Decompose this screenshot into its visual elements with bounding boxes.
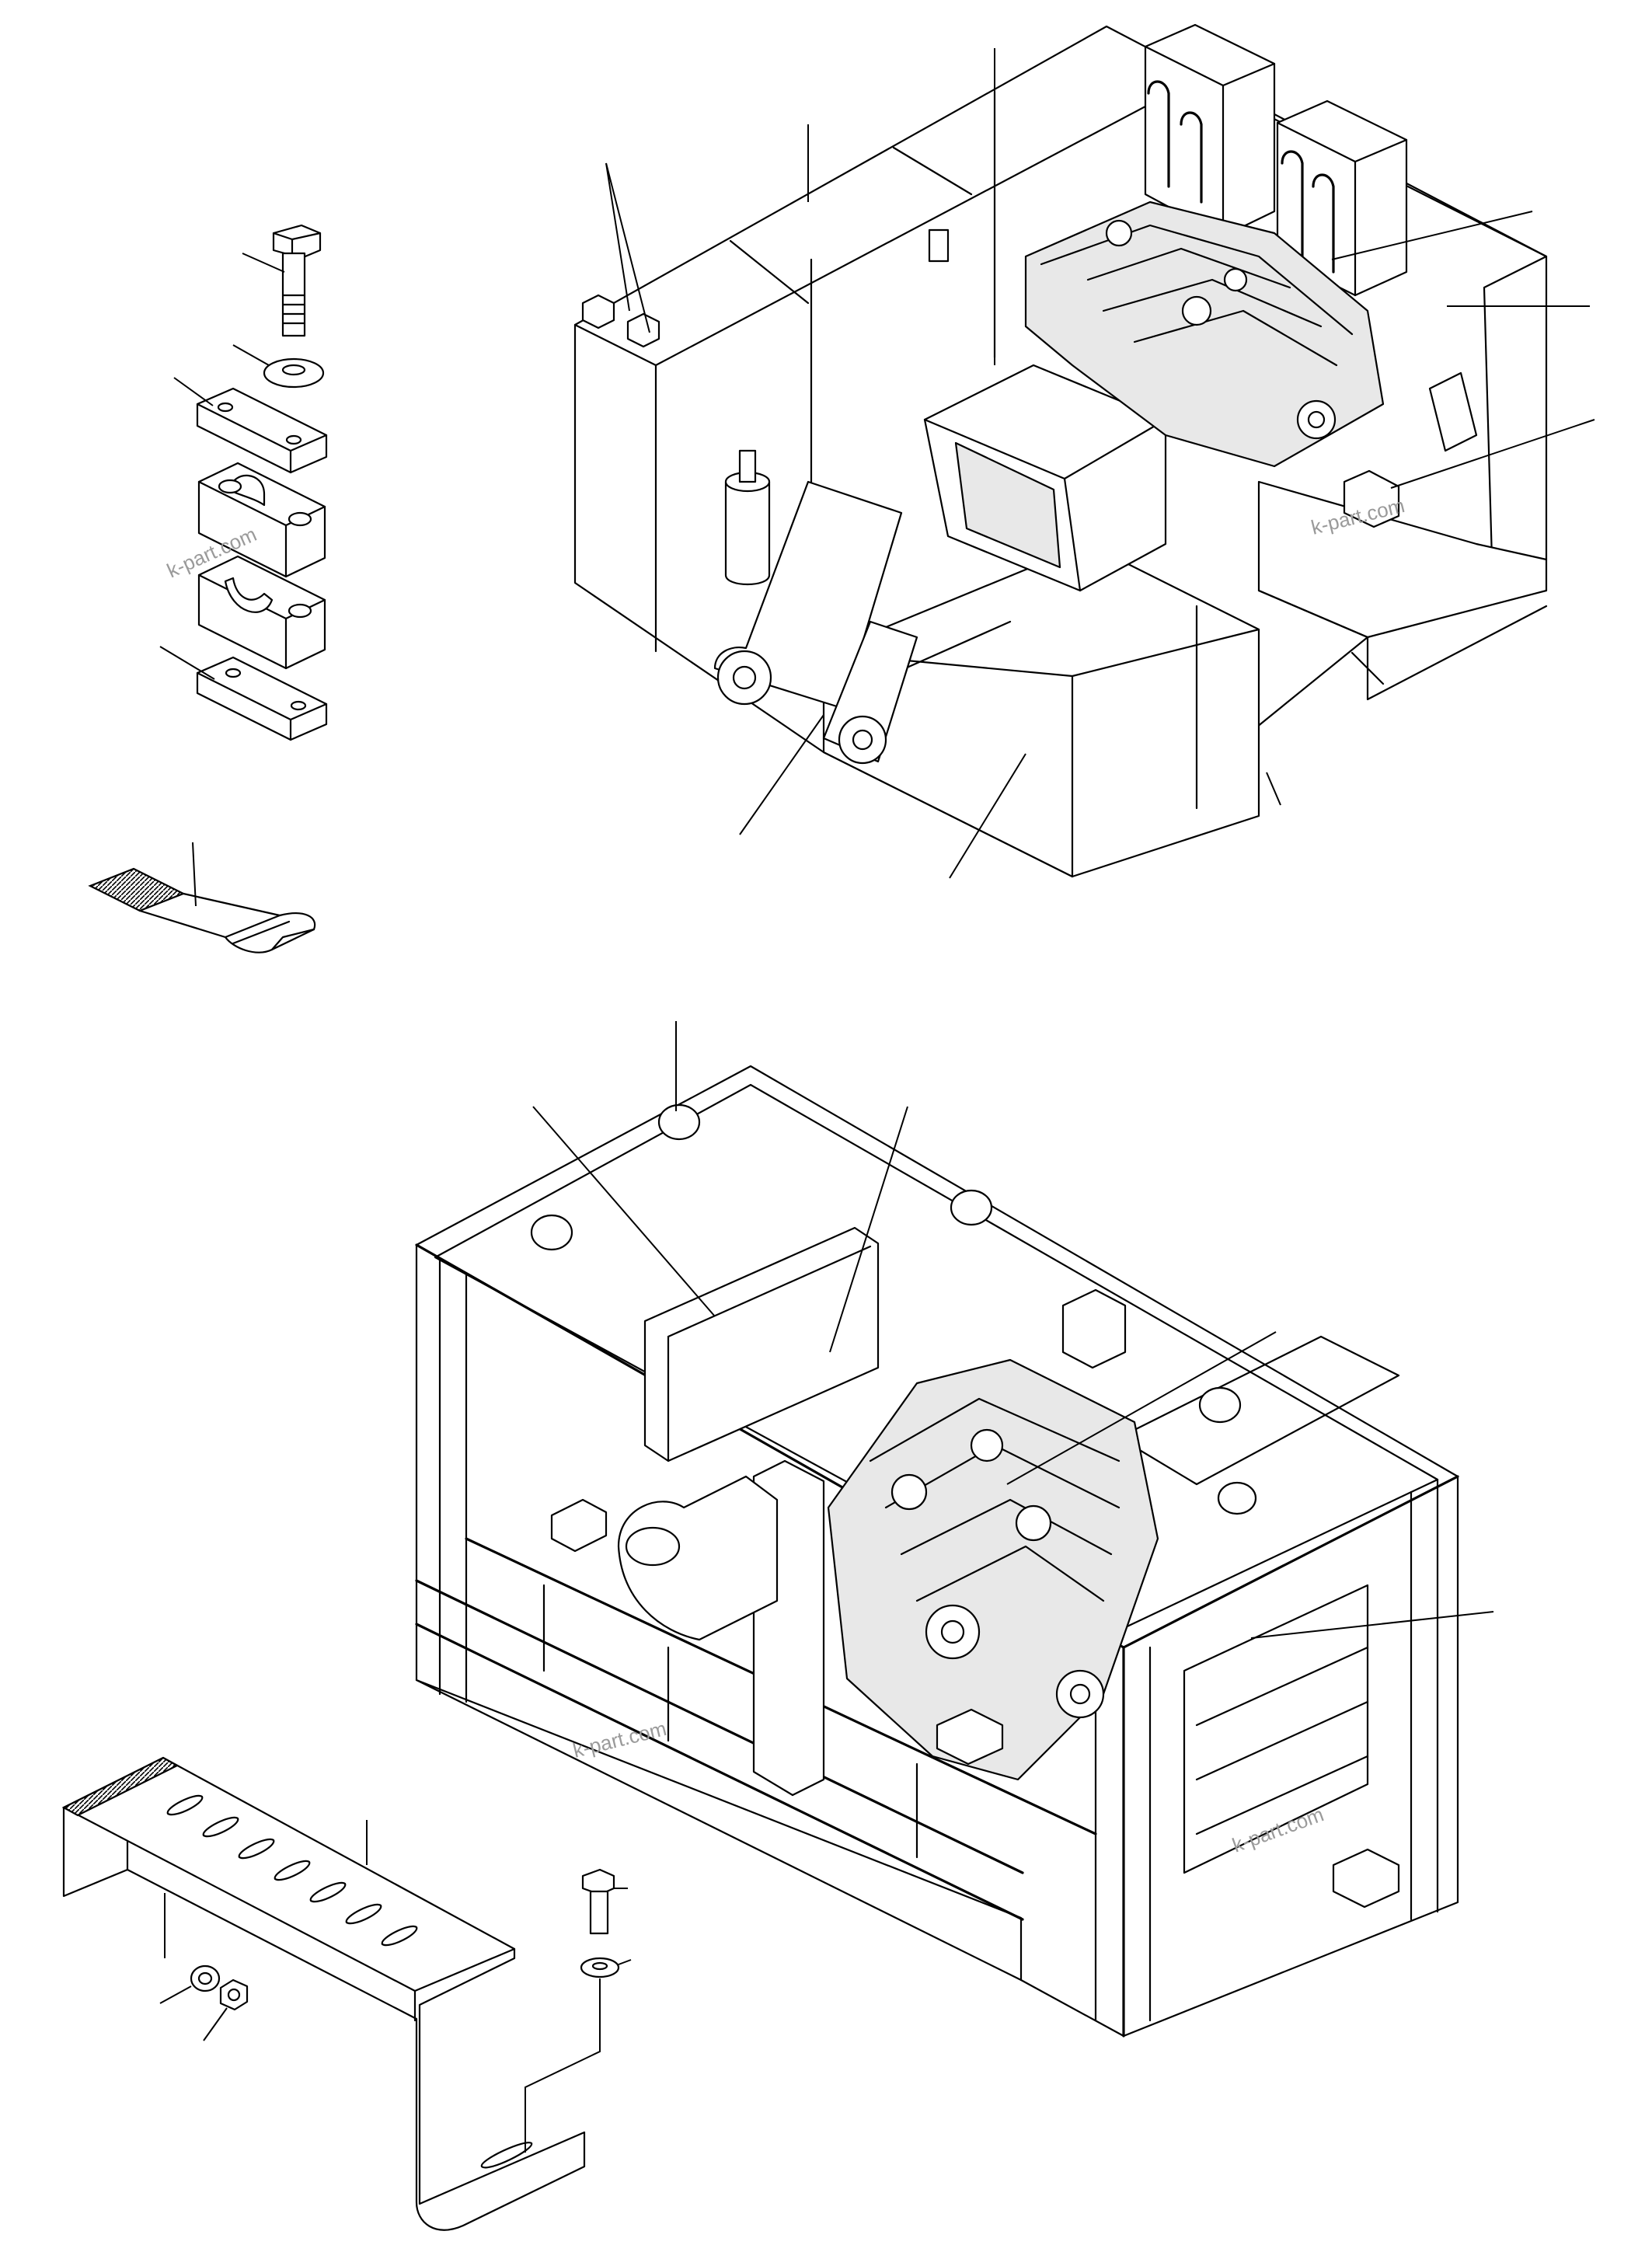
clamp-bottom-plate — [196, 656, 328, 741]
protective-strap — [88, 842, 316, 953]
clamp-top-plate — [196, 387, 328, 474]
bracket-bolt — [581, 1868, 628, 1935]
lower-frame-assembly — [415, 1021, 1494, 2038]
mounting-bracket — [61, 1756, 586, 2231]
bracket-side-washer — [159, 1964, 221, 2004]
bracket-washer — [525, 1957, 632, 2153]
clamp-leader-lines — [159, 253, 285, 680]
clamp-bolt — [272, 224, 322, 337]
clamp-washer — [263, 357, 325, 389]
bracket-nut — [203, 1978, 249, 2041]
upper-assembly — [573, 23, 1595, 879]
clamp-lower-block — [197, 555, 326, 670]
clamp-upper-block — [197, 462, 326, 578]
